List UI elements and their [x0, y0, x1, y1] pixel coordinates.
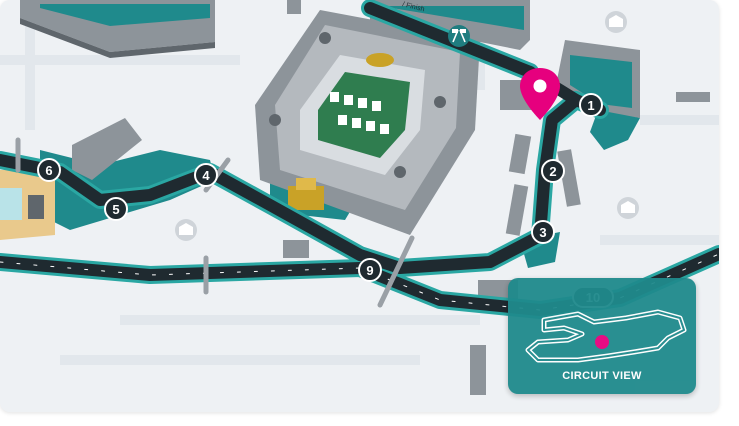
grandstand-icon[interactable] [605, 11, 627, 33]
turn-marker-1[interactable]: 1 [579, 93, 603, 117]
gold-structure [288, 178, 324, 210]
small-structure [287, 0, 301, 14]
turn-marker-9[interactable]: 9 [358, 258, 382, 282]
map-pin-icon[interactable] [520, 68, 560, 120]
building-left [0, 118, 142, 240]
svg-text:1: 1 [587, 98, 594, 113]
turn-marker-4[interactable]: 4 [194, 163, 218, 187]
turn-marker-3[interactable]: 3 [531, 220, 555, 244]
svg-text:3: 3 [539, 225, 546, 240]
svg-text:9: 9 [366, 263, 373, 278]
map-view[interactable]: / Finish 1 [0, 0, 719, 412]
pit-building [370, 0, 530, 50]
grandstand-icon[interactable] [175, 219, 197, 241]
svg-text:4: 4 [202, 168, 210, 183]
turn-marker-6[interactable]: 6 [37, 158, 61, 182]
foliage-turn-1 [590, 110, 640, 150]
location-marker [595, 335, 609, 349]
circuit-view-button[interactable]: CIRCUIT VIEW [508, 278, 696, 394]
turn-marker-5[interactable]: 5 [104, 197, 128, 221]
building-top-left [20, 0, 215, 58]
svg-text:5: 5 [112, 202, 119, 217]
checkered-flags-icon[interactable] [448, 25, 470, 47]
circuit-minimap [525, 309, 687, 363]
track-map[interactable]: / Finish 1 [0, 0, 719, 412]
grandstand-icon[interactable] [617, 197, 639, 219]
turn-marker-2[interactable]: 2 [541, 159, 565, 183]
svg-text:2: 2 [549, 164, 556, 179]
svg-text:6: 6 [45, 163, 52, 178]
circuit-view-label: CIRCUIT VIEW [562, 370, 642, 382]
